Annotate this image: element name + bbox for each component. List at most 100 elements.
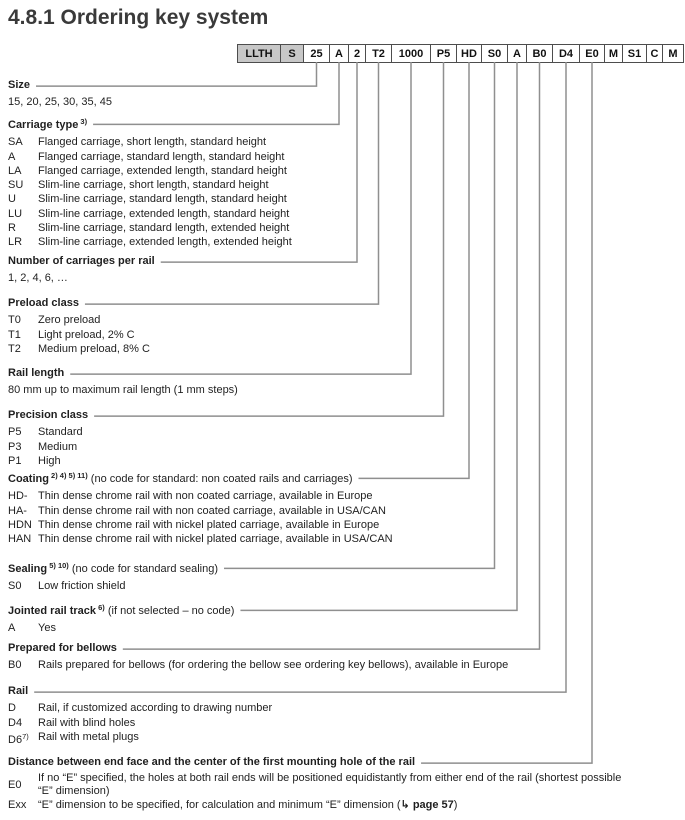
option-code: R: [8, 222, 16, 235]
section-title: Prepared for bellows: [8, 642, 117, 654]
page-ref: page 57: [412, 799, 454, 812]
option-code: P5: [8, 426, 22, 439]
section-items: 1, 2, 4, 6, …: [8, 271, 672, 285]
footnote-marker: 3): [78, 117, 88, 126]
option-row: T0 Zero preload: [8, 313, 672, 327]
section-coating: Coating 2) 4) 5) 11) (no code for standa…: [8, 469, 672, 546]
option-description: Flanged carriage, short length, standard…: [38, 136, 267, 149]
option-description: High: [38, 454, 61, 467]
footnote-marker: 2) 4) 5) 11): [48, 471, 88, 480]
section-carriage-type: Carriage type 3) SA Flanged carriage, shor…: [8, 115, 672, 250]
key-box-15-s1: S1: [622, 44, 647, 63]
option-row: R Slim-line carriage, standard length, ex…: [8, 221, 672, 235]
option-description: Rail with metal plugs: [38, 730, 139, 743]
option-code: SA: [8, 136, 23, 149]
option-description: Slim-line carriage, short length, standa…: [38, 179, 269, 192]
option-description: If no “E” specified, the holes at both r…: [38, 772, 622, 798]
key-box-0-llth: LLTH: [237, 44, 281, 63]
footnote-marker: 6): [96, 603, 105, 612]
option-row: 1, 2, 4, 6, …: [8, 271, 672, 285]
option-row: SA Flanged carriage, short length, standa…: [8, 135, 672, 149]
option-code: T0: [8, 314, 21, 327]
section-items: S0 Low friction shield: [8, 579, 672, 593]
option-row: 15, 20, 25, 30, 35, 45: [8, 95, 672, 109]
option-description: Rail, if customized according to drawing…: [38, 702, 273, 715]
option-code: Exx: [8, 799, 27, 812]
section-title: Carriage type 3): [8, 117, 88, 131]
key-box-4-2: 2: [348, 44, 366, 63]
key-box-9-s0: S0: [481, 44, 508, 63]
section-items: HD- Thin dense chrome rail with non coate…: [8, 489, 672, 546]
section-sealing: Sealing 5) 10) (no code for standard sea…: [8, 559, 672, 594]
section-title: Coating 2) 4) 5) 11) (no code for standa…: [8, 471, 353, 485]
key-box-13-e0: E0: [579, 44, 605, 63]
option-description: Thin dense chrome rail with non coated c…: [38, 504, 386, 517]
option-description: Medium preload, 8% C: [38, 342, 150, 355]
option-code: HDN: [8, 518, 32, 531]
page-title: 4.8.1 Ordering key system: [8, 6, 269, 29]
option-description: Zero preload: [38, 314, 101, 327]
option-description: Flanged carriage, extended length, stand…: [38, 164, 287, 177]
key-box-11-b0: B0: [526, 44, 553, 63]
option-code: HAN: [8, 533, 32, 546]
section-items: SA Flanged carriage, short length, standa…: [8, 135, 672, 249]
option-description: Slim-line carriage, extended length, sta…: [38, 207, 290, 220]
section-title: Jointed rail track 6) (if not selected –…: [8, 603, 235, 617]
key-box-5-t2: T2: [365, 44, 392, 63]
option-description: 80 mm up to maximum rail length (1 mm st…: [8, 384, 238, 397]
option-description: Medium: [38, 440, 78, 453]
section-title: Number of carriages per rail: [8, 255, 155, 267]
key-box-8-hd: HD: [456, 44, 482, 63]
key-box-7-p5: P5: [430, 44, 457, 63]
option-row: 80 mm up to maximum rail length (1 mm st…: [8, 383, 672, 397]
option-description: Rail with blind holes: [38, 716, 136, 729]
section-title: Rail: [8, 685, 29, 697]
section-note: (no code for standard sealing): [68, 563, 219, 575]
key-box-17-m: M: [662, 44, 684, 63]
option-row: HDN Thin dense chrome rail with nickel pl…: [8, 518, 672, 532]
footnote-marker: 7): [22, 731, 29, 741]
section-note: (if not selected – no code): [104, 605, 235, 617]
option-code: LU: [8, 207, 23, 220]
section-note: (no code for standard: non coated rails …: [87, 473, 353, 485]
option-row: HA-Thin dense chrome rail with non coate…: [8, 504, 672, 518]
option-description: Light preload, 2% C: [38, 328, 135, 341]
option-description: Low friction shield: [38, 580, 126, 593]
option-description: Thin dense chrome rail with nickel plate…: [38, 518, 380, 531]
option-code: SU: [8, 179, 24, 192]
option-code: S0: [8, 580, 22, 593]
option-row: D4 Rail with blind holes: [8, 716, 672, 730]
option-description: Slim-line carriage, standard length, ext…: [38, 222, 290, 235]
option-code: D4: [8, 716, 23, 729]
option-code: HD-: [8, 490, 28, 503]
key-box-6-1000: 1000: [391, 44, 431, 63]
option-description: Yes: [38, 622, 56, 635]
option-row: T1 Light preload, 2% C: [8, 328, 672, 342]
option-code: T1: [8, 328, 21, 341]
option-description: Rails prepared for bellows (for ordering…: [38, 659, 509, 672]
key-box-2-25: 25: [303, 44, 330, 63]
option-description: 1, 2, 4, 6, …: [8, 272, 68, 285]
key-box-1-s: S: [280, 44, 304, 63]
key-box-12-d4: D4: [552, 44, 580, 63]
key-box-14-m: M: [604, 44, 623, 63]
